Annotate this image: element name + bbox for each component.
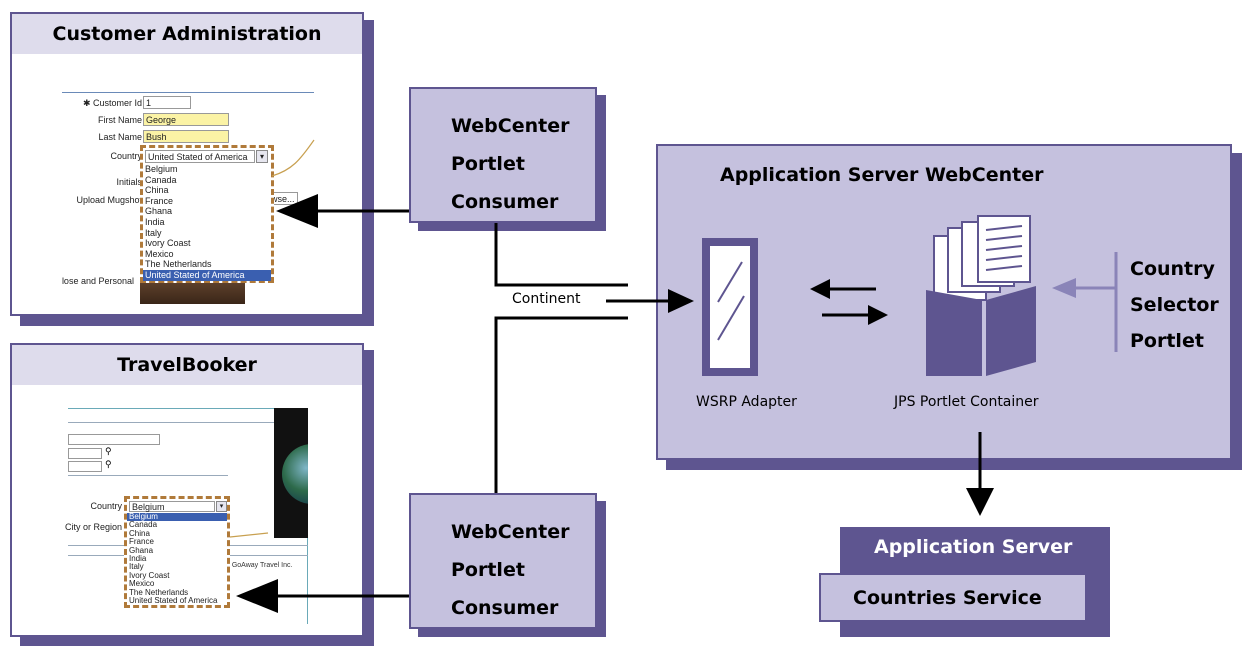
customer-id-label: ✱ Customer Id: [82, 98, 142, 108]
arrowhead-travelbooker: [236, 579, 278, 613]
jps-container-label: JPS Portlet Container: [894, 394, 1039, 410]
wire-bottom: [494, 316, 628, 493]
last-name-label: Last Name: [98, 132, 142, 142]
country-label: Country: [110, 151, 142, 161]
tb-field-2[interactable]: [68, 448, 102, 459]
travelbooker-panel: TravelBooker ⚲ ⚲ Country City or Region …: [10, 343, 364, 637]
countries-service-label: Countries Service: [853, 587, 1042, 609]
country-option[interactable]: Canada: [145, 174, 177, 185]
tb-field-3[interactable]: [68, 461, 102, 472]
customer-id-field[interactable]: 1: [143, 96, 191, 109]
country-option[interactable]: Canada: [129, 520, 158, 530]
arrowhead-customer-admin: [276, 194, 318, 228]
tb-field-1[interactable]: [68, 434, 160, 445]
selector-arrowhead: [1052, 278, 1076, 298]
country-option[interactable]: Ivory Coast: [145, 238, 191, 249]
tb-rule-1: [68, 422, 308, 423]
tb-country-select[interactable]: Belgium: [129, 501, 215, 512]
consumer-top-box: WebCenter Portlet Consumer: [409, 87, 597, 223]
country-option[interactable]: Mexico: [145, 248, 174, 259]
countries-service-box: Countries Service: [819, 573, 1087, 622]
country-option[interactable]: India: [145, 216, 165, 227]
tb-country-label: Country: [90, 501, 122, 511]
selector-line-1: Country: [1130, 258, 1215, 280]
consumer-bottom-line-1: WebCenter: [451, 521, 570, 543]
globe-image: [274, 408, 308, 538]
browse-button[interactable]: wse...: [268, 192, 298, 205]
country-option[interactable]: Belgium: [127, 512, 227, 522]
country-option[interactable]: Mexico: [129, 579, 155, 589]
wsrp-adapter-label: WSRP Adapter: [696, 394, 797, 410]
tb-rule-2: [68, 475, 228, 476]
bottom-label: lose and Personal: [61, 276, 134, 286]
lookup-icon-1[interactable]: ⚲: [105, 446, 112, 456]
country-option[interactable]: France: [145, 195, 174, 206]
country-option[interactable]: United Stated of America: [143, 269, 271, 281]
arrowhead-right-exchange: [868, 305, 888, 325]
upload-mugshot-label: Upload Mugshot: [76, 195, 142, 205]
wsrp-glare-1: [717, 261, 743, 303]
tb-footer: 7 GoAway Travel Inc.: [226, 562, 293, 569]
consumer-bottom-box: WebCenter Portlet Consumer: [409, 493, 597, 629]
jps-container-icon: [926, 215, 1036, 376]
country-option[interactable]: United Stated of America: [129, 596, 218, 606]
tb-pointer-curve: [229, 532, 269, 538]
selector-line-3: Portlet: [1130, 330, 1204, 352]
country-option[interactable]: France: [129, 537, 154, 547]
wsrp-adapter-icon: [702, 238, 758, 376]
country-option[interactable]: Italy: [129, 562, 144, 572]
arrowhead-app-server: [966, 488, 994, 516]
continent-arrowhead: [668, 289, 694, 313]
selector-line-2: Selector: [1130, 294, 1219, 316]
app-server-title: Application Server: [874, 536, 1073, 558]
arrowhead-left-exchange: [810, 279, 830, 299]
country-option[interactable]: China: [129, 528, 150, 538]
country-option[interactable]: Ivory Coast: [129, 570, 170, 580]
country-option[interactable]: Ghana: [145, 206, 173, 217]
form-top-rule: [62, 92, 314, 93]
consumer-bottom-line-3: Consumer: [451, 597, 559, 619]
ca-pointer-curve: [271, 139, 315, 177]
country-option[interactable]: Italy: [145, 227, 162, 238]
customer-country-select[interactable]: United Stated of America: [145, 150, 255, 163]
country-option[interactable]: The Netherlands: [129, 587, 189, 597]
consumer-bottom-line-2: Portlet: [451, 559, 525, 581]
wsrp-glare-2: [717, 295, 745, 341]
consumer-top-line-2: Portlet: [451, 153, 525, 175]
last-name-field[interactable]: Bush: [143, 130, 229, 143]
first-name-label: First Name: [97, 115, 142, 125]
chevron-down-icon[interactable]: ▾: [256, 150, 268, 163]
first-name-field[interactable]: George: [143, 113, 229, 126]
consumer-top-line-1: WebCenter: [451, 115, 570, 137]
consumer-top-line-3: Consumer: [451, 191, 559, 213]
customer-admin-panel: Customer Administration ✱ Customer Id 1 …: [10, 12, 364, 316]
travelbooker-title: TravelBooker: [12, 345, 362, 385]
continent-label: Continent: [512, 291, 581, 307]
initials-label: Initials: [116, 177, 142, 187]
tb-city-label: City or Region: [64, 522, 122, 532]
webcenter-title: Application Server WebCenter: [720, 164, 1044, 186]
country-option[interactable]: The Netherlands: [145, 259, 212, 270]
tb-chevron-down-icon[interactable]: ▾: [216, 501, 227, 512]
country-option[interactable]: India: [129, 554, 147, 564]
country-option[interactable]: Belgium: [145, 164, 178, 174]
country-option[interactable]: China: [145, 185, 169, 196]
customer-admin-title: Customer Administration: [12, 14, 362, 54]
lookup-icon-2[interactable]: ⚲: [105, 459, 112, 469]
wire-top: [494, 223, 628, 287]
country-option[interactable]: Ghana: [129, 545, 154, 555]
